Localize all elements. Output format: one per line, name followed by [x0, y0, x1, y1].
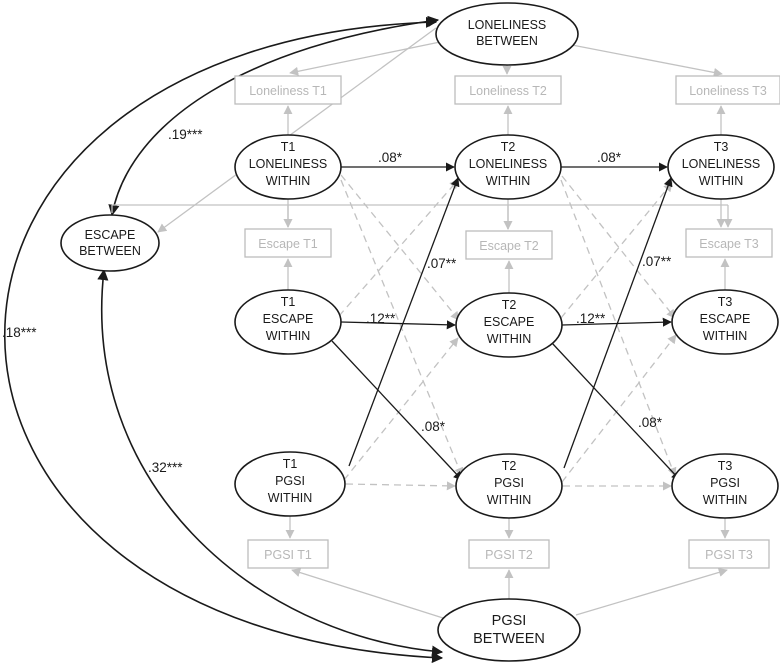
- dashed-t2lon-t3pgsi: [560, 179, 677, 477]
- nodes-layer: LONELINESS BETWEEN ESCAPE BETWEEN PGSI B…: [60, 2, 780, 662]
- coef-escape-t1-t2: .12**: [366, 311, 396, 326]
- node-t3-escape-line2: ESCAPE: [700, 312, 751, 326]
- covariance-loneliness-escape-between: [108, 15, 440, 217]
- node-escape-between-line2: BETWEEN: [79, 244, 141, 258]
- node-t2-loneliness-line2: LONELINESS: [469, 157, 548, 171]
- node-t1-loneliness-within: T1 LONELINESS WITHIN: [234, 134, 342, 200]
- path-t2esc-t3esc: [561, 317, 672, 327]
- node-t3-pgsi-line3: WITHIN: [703, 493, 747, 507]
- coef-pgsi-loneliness-t1-t2: .07**: [427, 256, 457, 271]
- indicator-loneliness-t2-label: Loneliness T2: [469, 84, 547, 98]
- node-t2-loneliness-line1: T2: [501, 140, 516, 154]
- coef-escape-pgsi-between: .32***: [148, 460, 183, 475]
- node-t1-escape-within: T1 ESCAPE WITHIN: [234, 289, 342, 355]
- path-t1esc-t2esc: [340, 320, 456, 330]
- coef-escape-pgsi-t2-t3: .08*: [638, 415, 663, 430]
- dashed-t2esc-t3lon: [560, 182, 673, 319]
- node-escape-between: ESCAPE BETWEEN: [60, 214, 160, 272]
- node-pgsi-between-line2: BETWEEN: [473, 631, 545, 647]
- coef-loneliness-escape-between: .19***: [168, 127, 203, 142]
- node-t3-loneliness-within: T3 LONELINESS WITHIN: [667, 134, 775, 200]
- node-t3-loneliness-line3: WITHIN: [699, 174, 743, 188]
- indicator-loneliness-t3-label: Loneliness T3: [689, 84, 767, 98]
- node-escape-between-line1: ESCAPE: [85, 228, 136, 242]
- indicator-escape-t2-label: Escape T2: [479, 239, 539, 253]
- indicator-escape-t3: Escape T3: [685, 228, 773, 258]
- edges-layer: [3, 15, 733, 663]
- path-t1esc-t2pgsi: [331, 340, 463, 481]
- indicator-pgsi-t1: PGSI T1: [247, 539, 329, 569]
- node-t3-loneliness-line2: LONELINESS: [682, 157, 761, 171]
- dashed-t1pgsi-t2pgsi: [345, 481, 456, 491]
- node-t3-escape-line1: T3: [718, 295, 733, 309]
- node-t3-pgsi-within: T3 PGSI WITHIN: [671, 453, 779, 519]
- node-t1-loneliness-line3: WITHIN: [266, 174, 310, 188]
- node-t1-escape-line1: T1: [281, 295, 296, 309]
- indicator-pgsi-t2: PGSI T2: [468, 539, 550, 569]
- coef-pgsi-loneliness-t2-t3: .07**: [642, 254, 672, 269]
- node-t2-loneliness-within: T2 LONELINESS WITHIN: [454, 134, 562, 200]
- path-t2pgsi-t3lon: [563, 177, 673, 469]
- node-loneliness-between: LONELINESS BETWEEN: [435, 2, 579, 66]
- node-t3-pgsi-line2: PGSI: [710, 476, 740, 490]
- node-t2-pgsi-line1: T2: [502, 459, 517, 473]
- indicator-loneliness-t1-label: Loneliness T1: [249, 84, 327, 98]
- dashed-t1pgsi-t2esc: [343, 337, 459, 481]
- node-t2-escape-line1: T2: [502, 298, 517, 312]
- loading-lonbetween-lonT1: [289, 41, 441, 76]
- dashed-t1esc-t2lon: [338, 179, 459, 317]
- dashed-t2pgsi-t3esc: [561, 334, 677, 483]
- loading-pgsibetween-pgsiT1: [291, 568, 444, 619]
- loading-pgsibetween-pgsiT3: [575, 567, 728, 616]
- indicator-escape-t1: Escape T1: [244, 228, 332, 258]
- indicator-loneliness-t1: Loneliness T1: [234, 75, 342, 105]
- node-t1-loneliness-line2: LONELINESS: [249, 157, 328, 171]
- indicator-escape-t3-label: Escape T3: [699, 237, 759, 251]
- dashed-t2lon-t3esc: [561, 175, 676, 319]
- indicator-escape-t2: Escape T2: [465, 230, 553, 260]
- node-t1-pgsi-line3: WITHIN: [268, 491, 312, 505]
- node-t2-escape-line3: WITHIN: [487, 332, 531, 346]
- node-t3-escape-within: T3 ESCAPE WITHIN: [671, 289, 779, 355]
- node-pgsi-between-line1: PGSI: [492, 613, 527, 629]
- coef-escape-t2-t3: .12**: [576, 311, 606, 326]
- coef-loneliness-t2-t3: .08*: [597, 150, 622, 165]
- node-t1-pgsi-within: T1 PGSI WITHIN: [234, 451, 346, 517]
- node-loneliness-between-line1: LONELINESS: [468, 18, 547, 32]
- indicator-pgsi-t2-label: PGSI T2: [485, 548, 533, 562]
- labels-layer: .19*** .18*** .32*** .08* .08* .12** .12…: [2, 127, 672, 475]
- node-t1-loneliness-line1: T1: [281, 140, 296, 154]
- node-loneliness-between-line2: BETWEEN: [476, 34, 538, 48]
- node-t3-pgsi-line1: T3: [718, 459, 733, 473]
- node-t3-escape-line3: WITHIN: [703, 329, 747, 343]
- node-t1-escape-line2: ESCAPE: [263, 312, 314, 326]
- node-t3-loneliness-line1: T3: [714, 140, 729, 154]
- coef-escape-pgsi-t1-t2: .08*: [421, 419, 446, 434]
- node-t1-pgsi-line1: T1: [283, 457, 298, 471]
- indicator-pgsi-t1-label: PGSI T1: [264, 548, 312, 562]
- indicator-escape-t1-label: Escape T1: [258, 237, 318, 251]
- indicator-loneliness-t2: Loneliness T2: [454, 75, 562, 105]
- node-t2-pgsi-line2: PGSI: [494, 476, 524, 490]
- indicator-pgsi-t3: PGSI T3: [688, 539, 770, 569]
- node-t2-loneliness-line3: WITHIN: [486, 174, 530, 188]
- covariance-escape-pgsi-between: [97, 268, 444, 657]
- loading-lonbetween-escbetween: [157, 27, 437, 233]
- coef-loneliness-pgsi-between: .18***: [2, 325, 37, 340]
- path-t2esc-t3pgsi: [551, 342, 681, 481]
- node-t2-escape-within: T2 ESCAPE WITHIN: [455, 292, 563, 358]
- path-t1pgsi-t2lon: [348, 177, 460, 467]
- node-t1-pgsi-line2: PGSI: [275, 474, 305, 488]
- node-t2-pgsi-line3: WITHIN: [487, 493, 531, 507]
- dashed-t1lon-t2esc: [340, 174, 460, 321]
- node-t2-escape-line2: ESCAPE: [484, 315, 535, 329]
- node-pgsi-between: PGSI BETWEEN: [437, 598, 581, 662]
- loading-lonbetween-lonT3: [571, 44, 723, 77]
- node-t1-escape-line3: WITHIN: [266, 329, 310, 343]
- coef-loneliness-t1-t2: .08*: [378, 150, 403, 165]
- indicator-loneliness-t3: Loneliness T3: [675, 75, 780, 105]
- node-t2-pgsi-within: T2 PGSI WITHIN: [455, 453, 563, 519]
- indicator-pgsi-t3-label: PGSI T3: [705, 548, 753, 562]
